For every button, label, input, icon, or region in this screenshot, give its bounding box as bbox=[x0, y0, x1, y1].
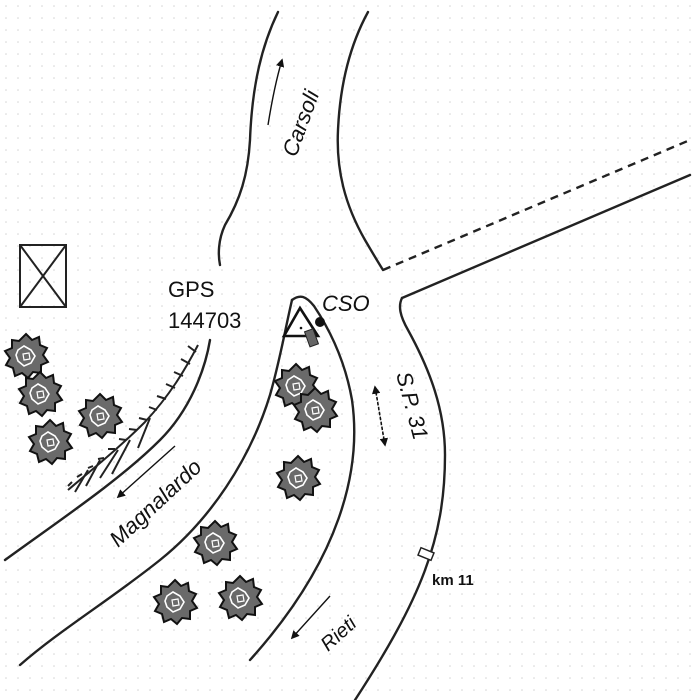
road-magnalardo-north-edge bbox=[3, 338, 212, 562]
location-dot-icon[interactable] bbox=[315, 317, 325, 327]
road-magnalardo-south-edge bbox=[18, 298, 294, 667]
triangle-marker-icon bbox=[281, 305, 321, 348]
road-sp31-east-edge bbox=[353, 296, 447, 700]
label-gps: GPS bbox=[168, 277, 214, 302]
direction-arrow-icon bbox=[116, 445, 176, 499]
direction-arrow-icon bbox=[371, 385, 389, 447]
direction-arrow-icon bbox=[290, 595, 331, 640]
cross-box-icon bbox=[19, 244, 67, 308]
embankment-hatch bbox=[67, 344, 199, 493]
label-gps-number: 144703 bbox=[168, 308, 241, 333]
label-cso: CSO bbox=[322, 291, 370, 316]
road-carsoli-west-edge bbox=[217, 10, 280, 267]
road-sp31-west-edge bbox=[248, 295, 356, 662]
label-km: km 11 bbox=[432, 572, 474, 589]
km-post-icon bbox=[417, 546, 435, 562]
road-carsoli-east-edge bbox=[336, 10, 385, 272]
direction-arrow-icon bbox=[267, 58, 285, 126]
road-northeast-south-edge bbox=[400, 173, 692, 300]
